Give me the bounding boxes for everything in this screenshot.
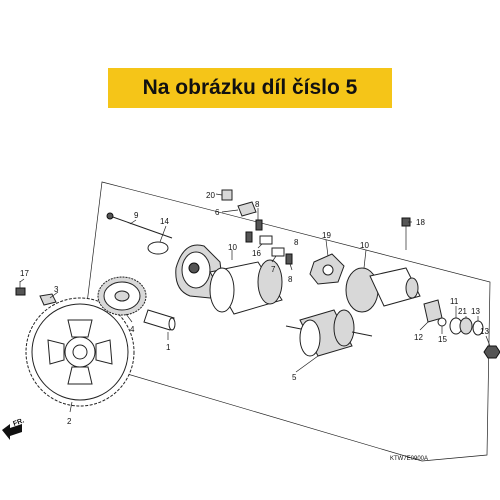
part-seal-15 [437, 317, 447, 327]
label-part-15: 15 [438, 335, 447, 344]
part-motor-case [209, 259, 283, 315]
label-part-9: 9 [134, 211, 139, 220]
label-part-8-mid: 8 [294, 238, 299, 247]
part-bolt-18 [401, 217, 411, 250]
part-spring-8b [245, 231, 253, 243]
title-text: Na obrázku díl číslo 5 [142, 76, 358, 99]
part-brush-16 [259, 235, 273, 245]
part-terminal-6 [237, 201, 257, 217]
label-part-10-right: 10 [360, 241, 369, 250]
part-bolt-17 [15, 281, 26, 296]
label-part-11: 11 [450, 297, 459, 306]
label-part-8-low: 8 [288, 275, 293, 284]
label-part-21: 21 [458, 307, 467, 316]
part-brush-7 [271, 247, 285, 257]
label-part-1: 1 [166, 343, 171, 352]
part-armature [285, 309, 373, 357]
label-part-3: 3 [54, 285, 59, 294]
label-part-12: 12 [414, 333, 423, 342]
part-shaft [143, 309, 176, 331]
label-part-13-low: 13 [480, 327, 489, 336]
leader-lines [19, 193, 491, 413]
part-front-cover [175, 244, 222, 299]
label-part-2: 2 [67, 417, 72, 426]
label-part-10-left: 10 [228, 243, 237, 252]
diagram-code: KTW7E0900A [390, 456, 428, 462]
part-spring-8c [285, 253, 293, 265]
part-gear [97, 276, 147, 316]
label-part-4: 4 [130, 325, 135, 334]
label-part-6: 6 [215, 208, 220, 217]
label-part-19: 19 [322, 231, 331, 240]
direction-label: FR. [12, 417, 25, 427]
label-part-16: 16 [252, 249, 261, 258]
part-o-ring [147, 241, 169, 255]
part-spring-8a [255, 219, 263, 231]
label-part-14: 14 [160, 217, 169, 226]
part-long-bolt [106, 212, 173, 239]
label-part-17: 17 [20, 269, 29, 278]
label-part-13-top: 13 [471, 307, 480, 316]
label-part-20: 20 [206, 191, 215, 200]
part-brush-holder [309, 253, 345, 285]
label-part-18: 18 [416, 218, 425, 227]
part-sprocket [25, 297, 135, 407]
part-nut-13b [483, 345, 500, 359]
label-part-8-top: 8 [255, 200, 260, 209]
part-terminal-20 [221, 189, 233, 201]
part-rear-cover [345, 267, 421, 313]
front-direction-arrow: FR. [2, 417, 25, 440]
title-banner: Na obrázku díl číslo 5 [108, 68, 392, 108]
label-part-5: 5 [292, 373, 297, 382]
label-part-7: 7 [271, 265, 276, 274]
part-washer-21 [459, 317, 473, 335]
